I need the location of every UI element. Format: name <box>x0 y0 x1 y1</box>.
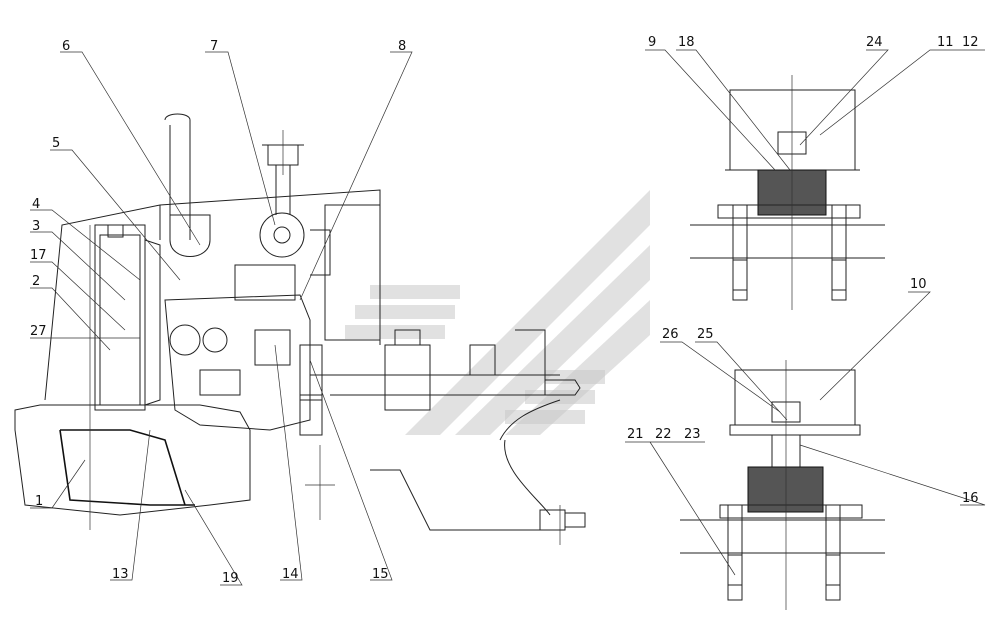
label-22: 22 <box>655 427 672 442</box>
label-21: 21 <box>627 427 644 442</box>
part-labels: 6 7 8 5 4 3 17 2 27 1 13 19 14 15 9 18 2… <box>30 35 979 586</box>
label-12: 12 <box>962 35 979 50</box>
label-11: 11 <box>937 35 954 50</box>
label-2: 2 <box>32 274 40 289</box>
mount-detail-lower <box>680 360 885 610</box>
label-4: 4 <box>32 197 40 212</box>
label-14: 14 <box>282 567 299 582</box>
label-10: 10 <box>910 277 927 292</box>
label-17: 17 <box>30 248 47 263</box>
label-15: 15 <box>372 567 389 582</box>
label-25: 25 <box>697 327 714 342</box>
label-16: 16 <box>962 491 979 506</box>
leader-lines <box>30 49 986 586</box>
label-27: 27 <box>30 324 47 339</box>
label-7: 7 <box>210 39 218 54</box>
mount-detail-upper <box>690 75 885 310</box>
label-9: 9 <box>648 35 656 50</box>
label-3: 3 <box>32 219 40 234</box>
watermark-logo <box>345 190 650 435</box>
label-6: 6 <box>62 39 70 54</box>
label-13: 13 <box>112 567 129 582</box>
label-18: 18 <box>678 35 695 50</box>
label-1: 1 <box>35 494 43 509</box>
label-23: 23 <box>684 427 701 442</box>
label-5: 5 <box>52 136 60 151</box>
label-26: 26 <box>662 327 679 342</box>
label-24: 24 <box>866 35 883 50</box>
label-8: 8 <box>398 39 406 54</box>
machine-frame <box>14 113 586 545</box>
label-19: 19 <box>222 571 239 586</box>
